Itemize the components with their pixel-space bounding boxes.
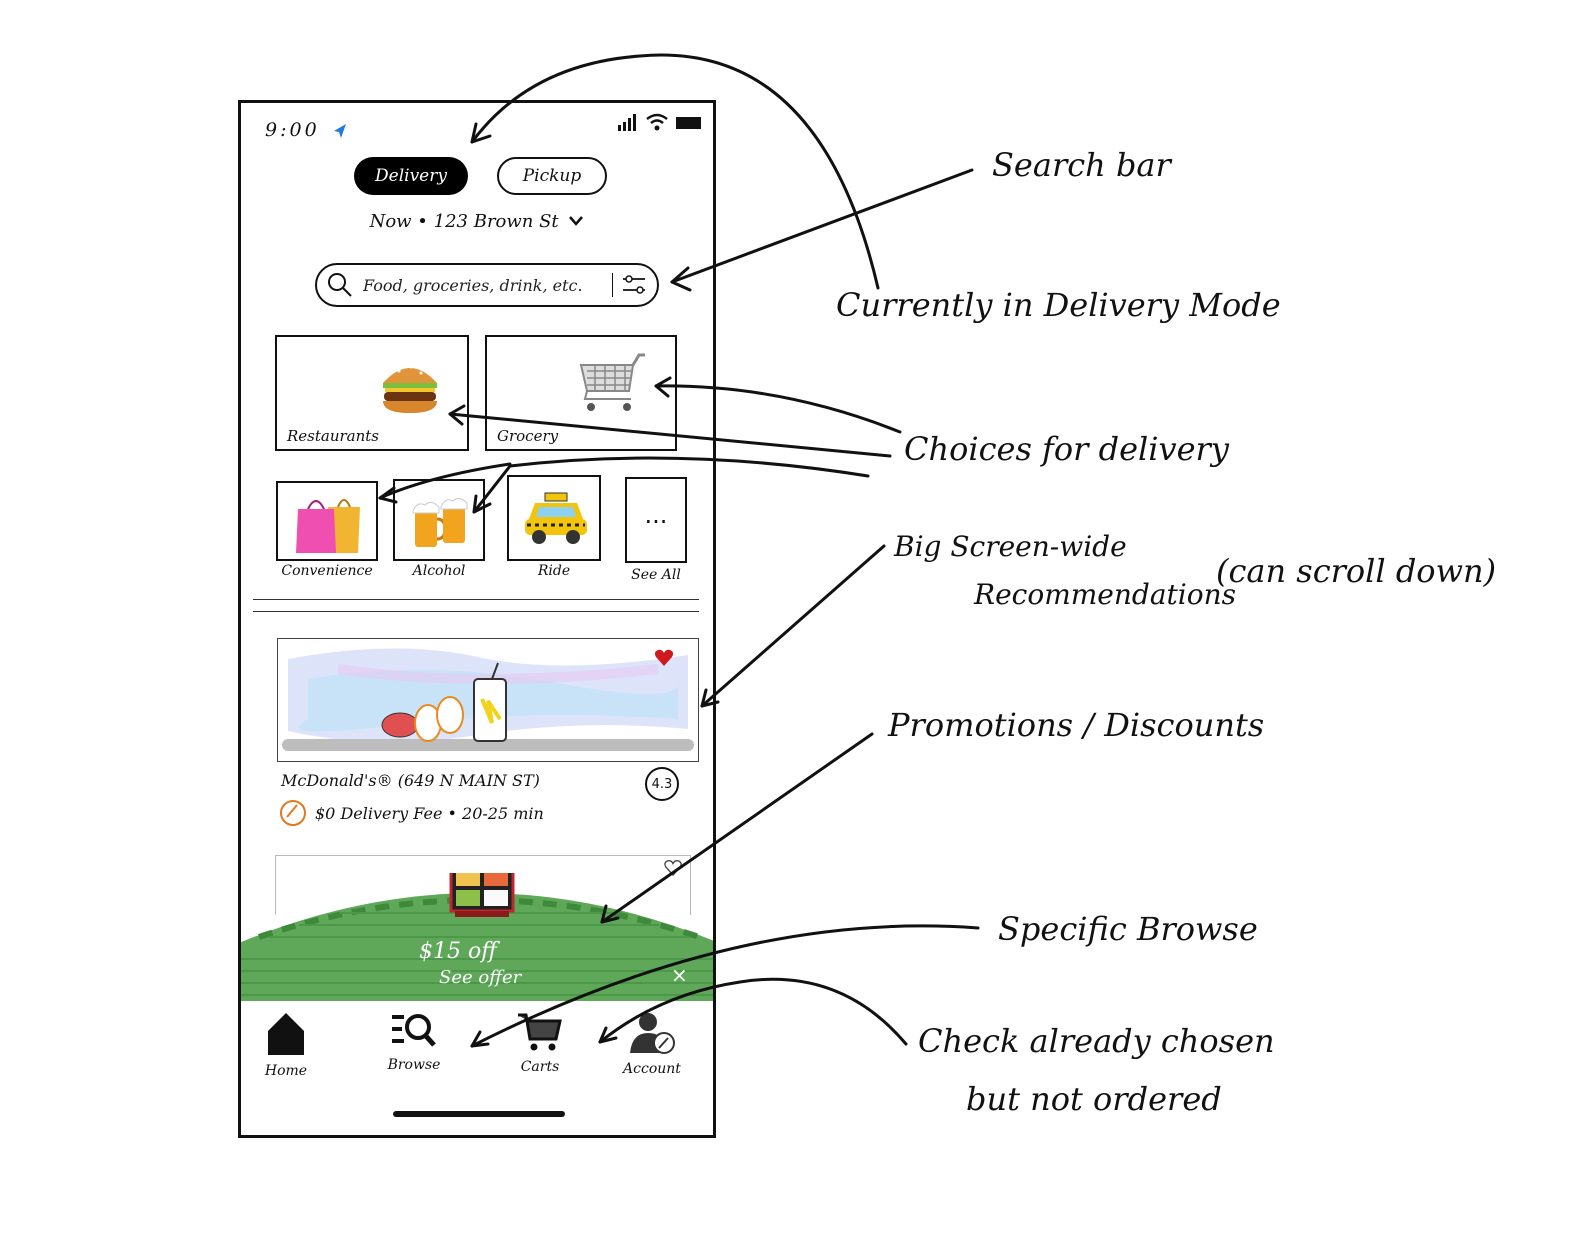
delivery-fee-text: $0 Delivery Fee • 20-25 min [315,803,544,823]
heart-icon[interactable] [654,649,674,667]
tab-label: Carts [520,1059,560,1075]
annotation-big-reco-2: Recommendations [974,578,1236,611]
store-name[interactable]: McDonald's® (649 N MAIN ST) [281,771,540,790]
category-ride[interactable] [507,475,601,561]
bottom-tab-bar: Home Browse Carts Account [241,1001,713,1135]
location-arrow-icon [333,124,346,138]
rating-value: 4.3 [651,776,673,792]
annotation-choices: Choices for delivery [904,430,1229,468]
annotation-check-1: Check already chosen [918,1022,1275,1060]
battery-icon [676,117,701,129]
category-label: Alcohol [412,563,466,579]
delivery-mode-button[interactable]: Delivery [354,157,468,195]
shopping-cart-icon [579,353,645,411]
promo-banner[interactable]: $15 off See offer × [241,873,713,1001]
recommendation-card[interactable] [275,855,691,915]
chevron-down-icon [569,216,584,226]
annotation-search-bar: Search bar [992,146,1171,184]
signal-icon [618,114,636,131]
promo-close-button[interactable]: × [671,963,688,987]
account-icon [630,1013,675,1054]
tab-carts[interactable]: Carts [495,1011,585,1075]
category-label: See All [631,567,681,583]
more-icon: ... [644,501,668,529]
promo-see-offer-link[interactable]: See offer [439,967,522,988]
pickup-mode-label: Pickup [522,166,582,186]
bento-box-icon [449,873,515,917]
burger-icon [383,365,437,413]
section-divider [253,611,699,612]
category-alcohol[interactable] [393,479,485,561]
status-time-text: 9:00 [265,119,320,141]
search-divider [612,273,613,297]
annotation-check-2: but not ordered [966,1080,1222,1118]
filter-icon[interactable] [621,274,647,296]
browse-icon [392,1014,436,1047]
category-label: Grocery [497,427,559,445]
home-icon [268,1013,304,1055]
category-label: Ride [537,563,571,579]
annotation-promotions: Promotions / Discounts [888,706,1265,744]
search-input[interactable] [361,274,604,296]
category-see-all[interactable]: ... [625,477,687,563]
pickup-mode-button[interactable]: Pickup [497,157,607,195]
wifi-icon [646,113,668,131]
beer-mugs-icon [412,497,468,547]
tab-home[interactable]: Home [241,1011,331,1079]
tab-browse[interactable]: Browse [369,1011,459,1073]
delivery-fee-icon [280,800,306,826]
heart-outline-icon[interactable] [664,860,682,876]
status-icons [617,113,703,131]
annotation-delivery-mode: Currently in Delivery Mode [836,286,1281,324]
home-indicator [393,1111,565,1117]
phone-frame: 9:00 Delivery Pickup Now • 123 Brown St [238,100,716,1138]
tab-label: Browse [387,1057,441,1073]
delivery-mode-label: Delivery [375,166,447,186]
rating-badge: 4.3 [645,767,679,801]
recommendation-image [282,648,694,751]
category-label: Convenience [281,563,373,579]
category-convenience[interactable] [276,481,378,561]
address-text: Now • 123 Brown St [369,211,559,232]
section-divider [253,599,699,600]
tab-label: Account [623,1061,681,1077]
annotation-scroll-note: (can scroll down) [1216,552,1497,590]
cart-icon [518,1013,562,1051]
shopping-bags-icon [296,499,360,553]
address-selector[interactable]: Now • 123 Brown St [241,211,713,232]
promo-title: $15 off [419,939,497,964]
category-label: Restaurants [287,427,379,445]
search-icon [328,273,352,297]
annotation-big-reco-1: Big Screen-wide [894,530,1127,563]
category-restaurants[interactable]: Restaurants [275,335,469,451]
tab-account[interactable]: Account [607,1011,697,1077]
tab-label: Home [264,1063,308,1079]
recommendation-card[interactable] [277,638,699,762]
taxi-icon [525,492,587,544]
delivery-info: $0 Delivery Fee • 20-25 min [279,799,544,827]
search-bar [315,263,659,307]
status-time: 9:00 [265,119,347,141]
annotation-specific-browse: Specific Browse [998,910,1258,948]
